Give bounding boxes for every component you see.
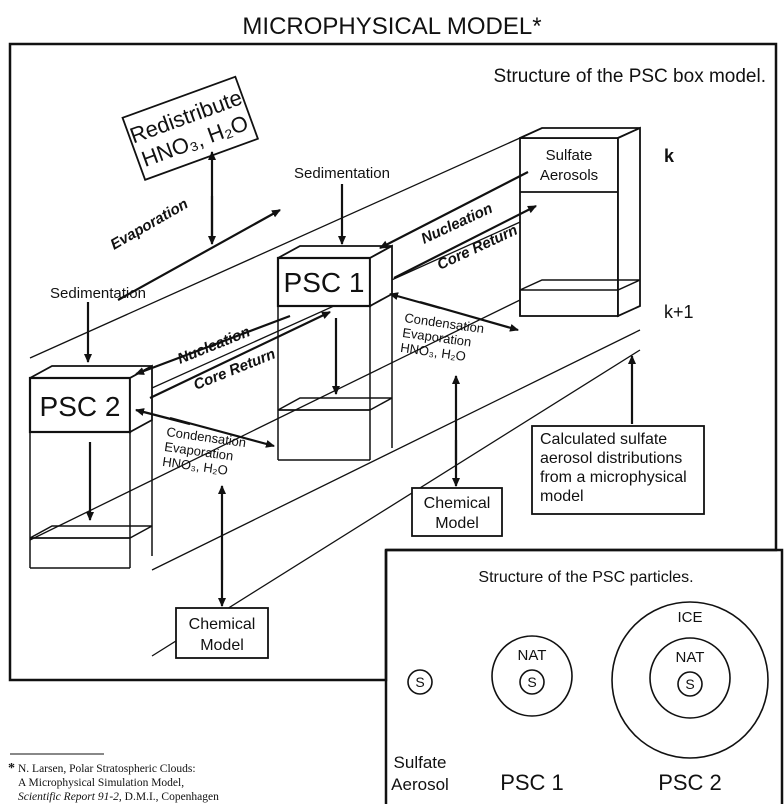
- sulfate-box-label-2: Aerosols: [540, 167, 598, 184]
- layer-k-label: k: [664, 146, 675, 166]
- psc2-ice-label: ICE: [677, 609, 702, 626]
- psc2-nat-label: NAT: [676, 649, 705, 666]
- sulfate-core-label: S: [415, 674, 424, 690]
- redistribute-box: Redistribute HNO₃, H₂O: [123, 77, 258, 180]
- footnote-line-2: A Microphysical Simulation Model,: [18, 777, 184, 789]
- footnote-line-3: Scientific Report 91-2, D.M.I., Copenhag…: [18, 791, 219, 803]
- calculated-note-line-4: model: [540, 488, 584, 505]
- sulfate-name-line-2: Aerosol: [391, 775, 449, 794]
- psc2-core-label: S: [685, 676, 694, 692]
- footnote-line-1: N. Larsen, Polar Stratospheric Clouds:: [18, 763, 196, 775]
- psc1-name: PSC 1: [500, 770, 564, 795]
- psc2-name: PSC 2: [658, 770, 722, 795]
- particles-caption: Structure of the PSC particles.: [478, 569, 693, 586]
- footnote-italic: Scientific Report 91-2: [18, 791, 119, 803]
- sulfate-box-label-1: Sulfate: [546, 147, 593, 164]
- chemical-model-psc2-label-1: Chemical: [189, 616, 256, 633]
- psc1-nat-label: NAT: [518, 647, 547, 664]
- calculated-note-line-2: aerosol distributions: [540, 450, 682, 467]
- chemical-model-psc2-label-2: Model: [200, 637, 244, 654]
- chemical-model-psc1-label-1: Chemical: [424, 495, 491, 512]
- sulfate-name-line-1: Sulfate: [394, 753, 447, 772]
- psc1-box-label: PSC 1: [284, 267, 365, 298]
- footnote-marker: *: [8, 761, 15, 776]
- psc1-condensation-text: Condensation Evaporation HNO₃, H₂O: [399, 310, 485, 366]
- evaporation-label: Evaporation: [108, 195, 192, 253]
- layer-k1-label: k+1: [664, 302, 694, 322]
- sedimentation-psc2-label: Sedimentation: [50, 285, 146, 302]
- footnote-tail: , D.M.I., Copenhagen: [119, 791, 219, 803]
- calculated-note-line-1: Calculated sulfate: [540, 431, 667, 448]
- box-model-caption: Structure of the PSC box model.: [494, 66, 766, 87]
- sedimentation-psc1-label: Sedimentation: [294, 165, 390, 182]
- psc1-core-label: S: [527, 674, 536, 690]
- page-title: MICROPHYSICAL MODEL*: [242, 13, 541, 40]
- psc1-condensation-arrow-left: [390, 294, 440, 308]
- chemical-model-psc1-label-2: Model: [435, 515, 479, 532]
- psc2-box-label: PSC 2: [40, 391, 121, 422]
- psc2-condensation-text: Condensation Evaporation HNO₃, H₂O: [161, 424, 247, 480]
- calculated-note-line-3: from a microphysical: [540, 469, 687, 486]
